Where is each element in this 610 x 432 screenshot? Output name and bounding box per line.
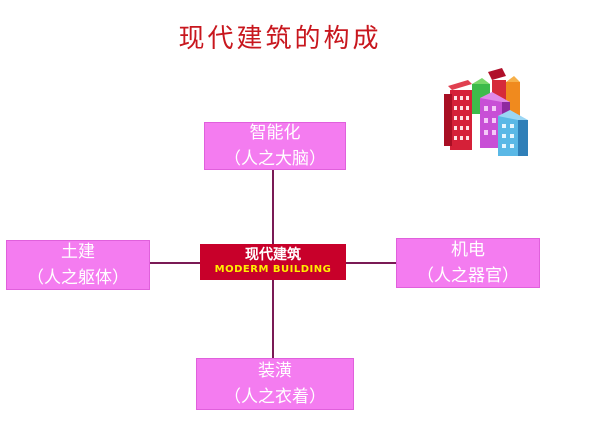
connector-left	[150, 262, 200, 264]
node-decoration-label: 装潢	[258, 361, 292, 381]
node-intelligence-label: 智能化	[249, 123, 301, 143]
node-civil-label: 土建	[61, 242, 95, 262]
node-civil-sublabel: （人之躯体）	[27, 268, 129, 288]
node-civil: 土建 （人之躯体）	[6, 240, 150, 290]
diagram-title: 现代建筑的构成	[178, 24, 382, 54]
center-node-modern-building: 现代建筑 MODERM BUILDING	[200, 244, 346, 280]
center-node-label: 现代建筑	[245, 247, 301, 263]
node-mech-sublabel: （人之器官）	[417, 266, 519, 286]
node-decoration-sublabel: （人之衣着）	[224, 387, 326, 407]
node-mechanical-electrical: 机电 （人之器官）	[396, 238, 540, 288]
node-decoration: 装潢 （人之衣着）	[196, 358, 354, 410]
city-buildings-icon	[444, 68, 528, 156]
center-node-sublabel: MODERM BUILDING	[214, 264, 332, 275]
node-intelligence-sublabel: （人之大脑）	[224, 149, 326, 169]
connector-top	[272, 170, 274, 244]
node-intelligence: 智能化 （人之大脑）	[204, 122, 346, 170]
node-mech-label: 机电	[451, 240, 485, 260]
connector-right	[346, 262, 396, 264]
connector-bottom	[272, 280, 274, 358]
